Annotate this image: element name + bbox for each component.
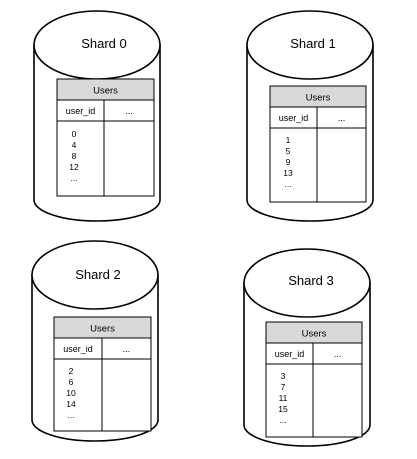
shard-0-user-id-cell: [56, 120, 105, 197]
shard-3-user-id-value: ...: [279, 415, 286, 425]
shard-1-user-id-cell: [269, 127, 318, 203]
shard-0-user-id-value: 4: [72, 140, 77, 150]
shard-0-user-id-value: 8: [72, 151, 77, 161]
shard-1-col-user-id-label: user_id: [279, 113, 309, 123]
shard-0-user-id-value: 0: [72, 129, 77, 139]
shard-1-cylinder: Shard 1 Users user_id ... 1 5 9 13 ...: [246, 10, 374, 222]
shard-1-user-id-value: ...: [284, 179, 291, 189]
shard-2-users-table: Users user_id ... 2 6 10 14 ...: [53, 316, 152, 432]
shard-2-table-name: Users: [90, 324, 115, 335]
shard-2-user-id-value: 6: [69, 377, 74, 387]
shard-1-table-name: Users: [306, 93, 331, 104]
shard-3-user-id-value: 7: [281, 382, 286, 392]
shard-2-cylinder-top: [31, 240, 159, 310]
shard-3-user-id-value: 11: [279, 393, 288, 403]
shard-2-col-user-id-label: user_id: [63, 344, 93, 354]
shard-1-col-more-label: ...: [338, 113, 346, 123]
shard-0-title: Shard 0: [81, 36, 127, 51]
shard-3-title: Shard 3: [288, 273, 334, 288]
shard-2-more-cell: [101, 358, 152, 432]
shard-3-cylinder-top: [243, 248, 371, 318]
shard-3-more-cell: [312, 363, 363, 438]
shard-3-user-id-value: 15: [278, 404, 288, 414]
shard-0-cylinder: Shard 0 Users user_id ... 0 4 8 12 ...: [33, 10, 161, 222]
shard-1-title: Shard 1: [290, 36, 336, 51]
shard-3-users-table: Users user_id ... 3 7 11 15 ...: [265, 321, 363, 438]
shard-0-user-id-value: 12: [69, 162, 79, 172]
shard-1-user-id-value: 13: [283, 168, 293, 178]
shard-1-user-id-value: 1: [286, 135, 291, 145]
shard-2-user-id-value: 10: [66, 388, 76, 398]
shard-1-user-id-value: 5: [286, 146, 291, 156]
shard-3-col-user-id-label: user_id: [275, 349, 305, 359]
shard-1-more-cell: [316, 127, 367, 203]
shard-3-cylinder: Shard 3 Users user_id ... 3 7 11 15 ...: [243, 248, 371, 447]
shard-1-user-id-value: 9: [286, 157, 291, 167]
shard-0-table-name: Users: [93, 86, 118, 97]
shard-2-user-id-value: ...: [67, 410, 74, 420]
shard-2-cylinder: Shard 2 Users user_id ... 2 6 10 14 ...: [31, 240, 159, 442]
shard-0-col-user-id-label: user_id: [66, 106, 96, 116]
shard-0-more-cell: [103, 120, 155, 197]
shard-3-col-more-label: ...: [334, 349, 342, 359]
shard-2-user-id-value: 2: [69, 366, 74, 376]
shard-3-user-id-cell: [265, 363, 314, 438]
shard-2-user-id-value: 14: [66, 399, 76, 409]
shard-0-user-id-value: ...: [70, 173, 77, 183]
shard-1-users-table: Users user_id ... 1 5 9 13 ...: [269, 85, 367, 203]
shard-2-title: Shard 2: [75, 267, 121, 282]
shard-1-cylinder-top: [246, 10, 374, 80]
shard-3-user-id-value: 3: [281, 371, 286, 381]
shard-2-col-more-label: ...: [123, 344, 131, 354]
shard-3-table-name: Users: [302, 329, 327, 340]
shard-0-users-table: Users user_id ... 0 4 8 12 ...: [56, 78, 155, 197]
shard-2-user-id-cell: [53, 358, 103, 432]
shard-0-col-more-label: ...: [125, 106, 133, 116]
